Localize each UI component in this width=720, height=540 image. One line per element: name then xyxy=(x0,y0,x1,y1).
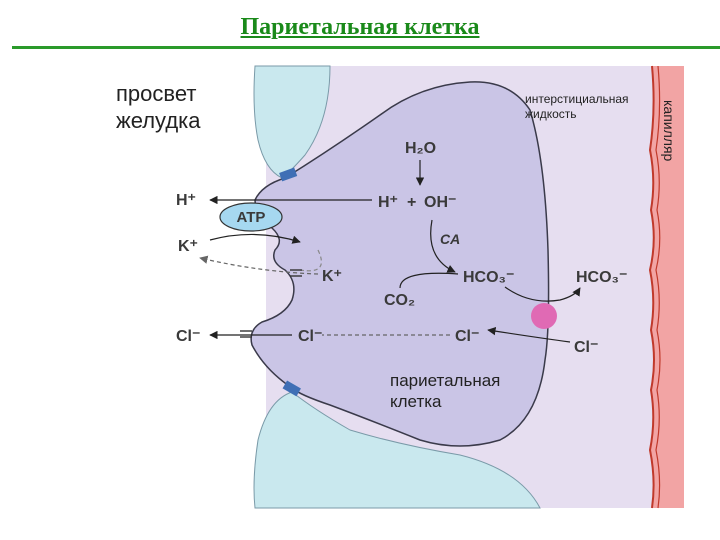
lower-neighbor-cell xyxy=(253,391,541,509)
cl-lumen-label: Cl⁻ xyxy=(176,328,200,345)
co2-label: CO₂ xyxy=(384,292,415,309)
hco3-intracellular-label: HCO₃⁻ xyxy=(463,269,514,286)
atp-proton-pump xyxy=(219,202,283,232)
oh-to-bicarbonate-arrow xyxy=(430,219,456,273)
gastric-lumen-region xyxy=(106,66,266,508)
carbonic-anhydrase-label: CA xyxy=(440,231,460,247)
hco3-efflux-arrow xyxy=(504,286,581,302)
lumen-label-line2: желудка xyxy=(116,108,201,133)
slide-title: Париетальная клетка xyxy=(240,14,480,40)
title-divider xyxy=(12,46,720,49)
interstitial-label-line1: интерстициальная xyxy=(525,92,629,106)
cl-hco3-exchanger xyxy=(531,303,557,329)
cl-intracellular-label: Cl⁻ xyxy=(455,328,479,345)
capillary-wall-inner xyxy=(655,65,661,509)
k-plus-efflux-arrow xyxy=(199,255,319,275)
water-label: H₂O xyxy=(405,140,436,157)
atp-label: ATP xyxy=(237,209,266,226)
hco3-blood-label: HCO₃⁻ xyxy=(576,269,627,286)
cl-blood-label: Cl⁻ xyxy=(574,339,598,356)
k-plus-intracellular-label: K⁺ xyxy=(322,268,342,285)
co2-combine-arrow xyxy=(399,272,459,289)
tight-junction-lower xyxy=(282,380,301,397)
h-plus-lumen-label: H⁺ xyxy=(176,192,196,209)
parietal-cell-body xyxy=(250,81,550,447)
tight-junction-upper xyxy=(279,167,298,182)
cl-uptake-arrow xyxy=(487,326,571,343)
hydroxide-label: OH⁻ xyxy=(424,194,456,211)
capillary-wall-outer xyxy=(648,65,655,509)
capillary-label: капилляр xyxy=(661,100,677,162)
lumen-label-line1: просвет xyxy=(116,81,196,106)
cell-label-line2: клетка xyxy=(390,392,442,411)
k-plus-lumen-label: K⁺ xyxy=(178,238,198,255)
cell-label-line1: париетальная xyxy=(390,371,500,390)
cl-channel-label: Cl⁻ xyxy=(298,328,322,345)
plus-sign: + xyxy=(407,194,416,211)
h-plus-intracellular-label: H⁺ xyxy=(378,194,398,211)
k-plus-uptake-arrow xyxy=(209,233,301,244)
interstitial-label-line2: жидкость xyxy=(525,107,577,121)
